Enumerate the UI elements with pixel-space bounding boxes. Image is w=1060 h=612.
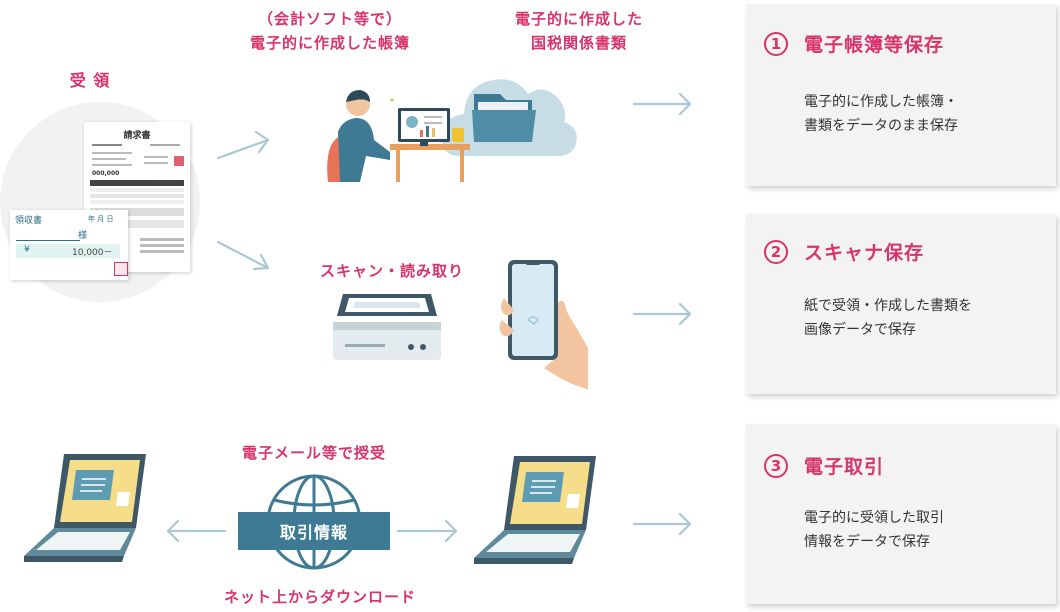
arrow-left [166,519,227,543]
card-2-title: スキャナ保存 [804,242,925,264]
arrow-to-card-1 [632,92,692,116]
card-2-desc-line1: 紙で受領・作成した書類を [804,298,972,314]
invoice-title: 請求書 [123,131,151,141]
receipt-title: 領収書 [15,216,43,226]
laptop-left-icon [24,454,146,562]
card-scanner-storage: 2 スキャナ保存 紙で受領・作成した書類を 画像データで保存 [746,214,1056,394]
arrow-to-card-2 [632,302,692,326]
arrow-right [396,519,458,543]
invoice-total: 000,000 [92,170,120,177]
laptop-right-icon [474,456,596,564]
card-3-title: 電子取引 [804,456,885,478]
cloud-folder-icon [441,79,577,156]
arrow-to-top [216,130,270,160]
cloud-label-line1: 電子的に作成した [514,10,643,28]
card-2-number: 2 [764,239,788,264]
card-2-desc-line2: 画像データで保存 [804,322,916,338]
card-3-number: 3 [764,453,788,478]
receipt-date: 年 月 日 [88,215,114,223]
download-label: ネット上からダウンロード [223,588,416,606]
card-1-desc-line2: 書類をデータのまま保存 [804,118,958,134]
email-label: 電子メール等で授受 [241,444,386,462]
card-1-desc-line1: 電子的に作成した帳簿・ [804,94,958,110]
card-1-number: 1 [764,31,788,56]
transaction-info-badge: 取引情報 [238,512,390,550]
seal-icon [174,156,184,166]
stamp-icon [114,262,128,276]
receipt-amount: 10,000－ [72,248,113,258]
scan-label: スキャン・読み取り [319,262,464,280]
arrow-to-card-3 [632,512,692,536]
yen-icon: ¥ [24,245,30,255]
top-label-line2: 電子的に作成した帳簿 [249,34,410,52]
card-electronic-transaction: 3 電子取引 電子的に受領した取引 情報をデータで保存 [746,424,1056,604]
person-computer-icon [327,90,470,182]
card-1-title: 電子帳簿等保存 [804,34,945,56]
top-label-line1: （会計ソフト等で） [257,10,402,28]
card-electronic-books: 1 電子帳簿等保存 電子的に作成した帳簿・ 書類をデータのまま保存 [746,4,1056,186]
scanner-icon [333,294,441,360]
receipt-sama: 様 [78,231,88,241]
card-3-desc-line2: 情報をデータで保存 [804,534,930,550]
cloud-label-line2: 国税関係書類 [530,34,627,52]
receipt-document: 領収書 年 月 日 様 ¥ 10,000－ [10,210,128,280]
smartphone-icon [499,260,588,390]
arrow-to-mid [216,240,270,271]
card-3-desc-line1: 電子的に受領した取引 [804,510,944,526]
receive-label: 受 領 [69,71,111,90]
